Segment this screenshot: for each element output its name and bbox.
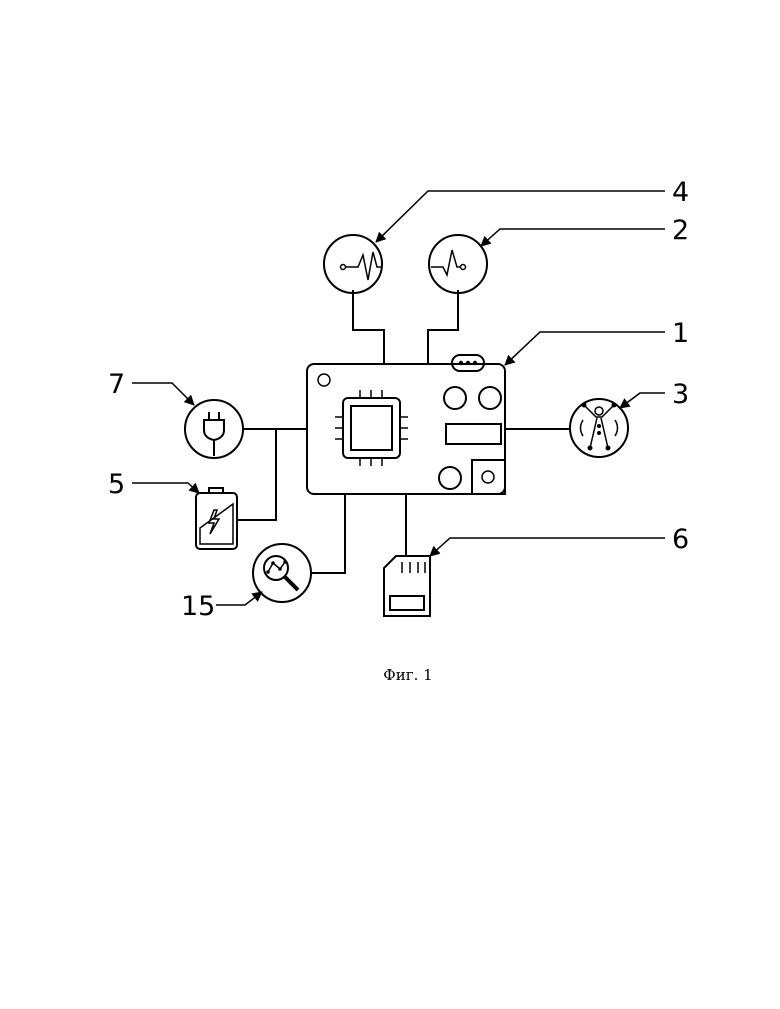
callout-15: 15	[181, 591, 215, 622]
sensor-4-icon	[324, 235, 382, 293]
leader-lines	[132, 191, 665, 605]
body-sensor-icon	[570, 399, 628, 457]
callout-6: 6	[672, 524, 689, 555]
sensor-2-icon	[429, 235, 487, 293]
analysis-magnifier-icon	[253, 544, 311, 602]
connection-wires	[237, 290, 569, 573]
processor-chip	[335, 390, 408, 466]
power-plug-icon	[185, 400, 243, 458]
callout-2: 2	[672, 215, 689, 246]
callout-5: 5	[108, 469, 125, 500]
main-circuit-board	[307, 355, 505, 494]
callout-3: 3	[672, 379, 689, 410]
sd-card-icon	[384, 556, 430, 616]
callout-1: 1	[672, 318, 689, 349]
battery-icon	[196, 488, 237, 549]
callout-7: 7	[108, 369, 125, 400]
figure-caption: Фиг. 1	[383, 666, 432, 684]
callout-4: 4	[672, 177, 689, 208]
